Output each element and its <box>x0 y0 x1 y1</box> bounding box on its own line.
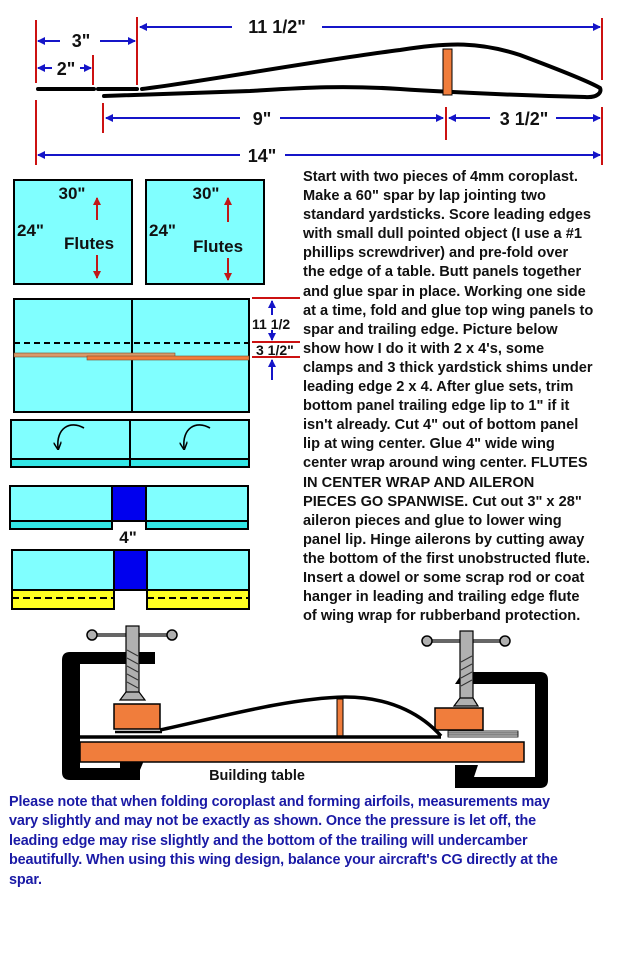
panel-dim-label-lower: 3 1/2" <box>256 342 294 358</box>
handle-knob <box>421 635 433 647</box>
panel-dim-label-upper: 11 1/2 <box>252 316 290 332</box>
note-line: leading edge may rise slightly and the b… <box>9 832 528 849</box>
wing-spar <box>336 698 344 738</box>
fold-arrow-right <box>184 424 211 448</box>
instructions-line: aileron pieces and glue to lower wing <box>303 512 562 529</box>
instructions-line: lip at wing center. Glue 4" wide wing <box>303 436 555 453</box>
wing-top-skin <box>159 695 443 738</box>
dim-label-2: 2" <box>57 59 76 79</box>
joined-panels-with-spar: 11 1/2 3 1/2" <box>13 297 300 413</box>
instructions-text: Start with two pieces of 4mm coroplast. M… <box>303 168 643 626</box>
yardstick-spar-2 <box>86 355 250 361</box>
fold-arrow-left <box>58 424 85 448</box>
center-wrap <box>111 485 147 522</box>
note-line: beautifully. When using this wing design… <box>9 852 558 869</box>
instructions-line: panel lip. Hinge ailerons by cutting awa… <box>303 531 585 548</box>
handle-knob <box>166 629 178 641</box>
c-clamp-left-jaw <box>120 758 145 780</box>
instructions-line: the edge of a table. Butt panels togethe… <box>303 264 582 281</box>
right-2x4-block <box>434 707 484 731</box>
center-wrap-panels: 4" <box>9 485 249 547</box>
instructions-line: the bottom of the first unobstructed flu… <box>303 550 590 567</box>
spar <box>442 48 453 96</box>
aileron-right <box>146 589 250 610</box>
dim-label-14: 14" <box>248 146 277 166</box>
yardstick-shims-stack <box>447 730 519 738</box>
note-line: spar. <box>9 871 42 888</box>
building-table-label: Building table <box>209 768 305 784</box>
panel-right-height-label: 24" <box>149 221 176 240</box>
instructions-line: hanger in leading and trailing edge flut… <box>303 589 580 606</box>
instructions-line: phillips screwdriver) and pre-fold over <box>303 245 569 262</box>
panel-right-width-label: 30" <box>193 184 220 203</box>
instructions-line: and glue spar in place. Working one side <box>303 283 586 300</box>
panel-assembly-diagram: 30" 24" Flutes 30" 24" Flutes 11 1/2 3 1… <box>9 179 300 610</box>
c-clamp-left-pad <box>118 691 147 701</box>
aileron-panels <box>11 549 250 610</box>
instructions-line: isn't already. Cut 4" out of bottom pane… <box>303 417 579 434</box>
handle-knob <box>86 629 98 641</box>
airfoil-profile <box>36 42 603 100</box>
instructions-line: at a time, fold and glue top wing panels… <box>303 302 594 319</box>
instructions-line: Make a 60" spar by lap jointing two <box>303 188 546 205</box>
instructions-line: spar and trailing edge. Picture below <box>303 321 558 338</box>
center-wrap-with-ailerons <box>113 549 148 591</box>
dimension-lines <box>37 23 601 159</box>
airfoil-skin <box>102 42 603 100</box>
instructions-line: standard yardsticks. Score leading edges <box>303 207 591 224</box>
center-wrap-width-label: 4" <box>119 528 137 547</box>
airfoil-dimension-diagram: 11 1/2" 3" 2" 9" 3 1/2" 14" <box>35 17 603 166</box>
panel-left-width-label: 30" <box>59 184 86 203</box>
instructions-line: clamps and 3 thick yardstick shims under <box>303 359 593 376</box>
left-2x4-block <box>113 703 161 730</box>
clamping-diagram: Building table <box>62 625 548 788</box>
note-line: vary slightly and may not be exactly as … <box>9 813 537 830</box>
dim-label-11-half: 11 1/2" <box>248 17 306 37</box>
c-clamp-right-jaw <box>455 765 478 777</box>
instructions-line: PIECES GO SPANWISE. Cut out 3" x 28" <box>303 493 582 510</box>
instructions-line: center wrap around wing center. FLUTES <box>303 455 588 472</box>
coroplast-panel-right: 30" 24" Flutes <box>145 179 265 285</box>
panel-left-flutes-label: Flutes <box>64 234 114 253</box>
building-table <box>79 741 525 763</box>
panel-left-height-label: 24" <box>17 221 44 240</box>
dim-label-9: 9" <box>253 109 272 129</box>
aileron-left <box>11 589 115 610</box>
c-clamp-left-frame <box>62 652 155 780</box>
folded-panels <box>10 419 250 468</box>
instructions-line: with small dull pointed object (I use a … <box>303 226 582 243</box>
dim-label-3-half: 3 1/2" <box>500 109 549 129</box>
c-clamp-right-screw <box>459 630 474 702</box>
instructions-line: show how I do it with 2 x 4's, some <box>303 340 545 357</box>
reference-lines <box>35 17 603 165</box>
instructions-line: Insert a dowel or some scrap rod or coat <box>303 569 585 586</box>
dim-label-3: 3" <box>72 31 91 51</box>
instructions-line: Start with two pieces of 4mm coroplast. <box>303 169 578 185</box>
instructions-line: IN CENTER WRAP AND AILERON <box>303 474 535 491</box>
panel-right-flutes-label: Flutes <box>193 237 243 256</box>
instructions-line: leading edge 2 x 4. After glue sets, tri… <box>303 379 574 396</box>
coroplast-panel-left: 30" 24" Flutes <box>13 179 133 285</box>
instructions-line: bottom panel trailing edge lip to 1" if … <box>303 398 570 415</box>
measurement-note: Please note that when folding coroplast … <box>9 793 639 890</box>
note-line: Please note that when folding coroplast … <box>9 794 550 810</box>
instructions-line: of wing wrap for rubberband protection. <box>303 608 581 625</box>
handle-knob <box>499 635 511 647</box>
c-clamp-right-pad <box>452 697 480 707</box>
